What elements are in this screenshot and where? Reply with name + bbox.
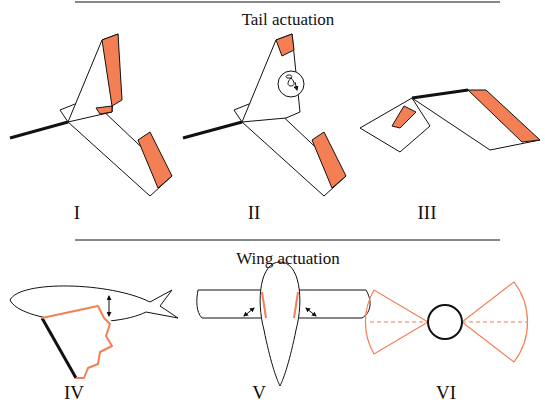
section-heading: Wing actuation — [236, 250, 340, 267]
figure-number: VI — [436, 383, 456, 402]
figure-number: I — [74, 203, 80, 222]
section-rules — [75, 2, 500, 240]
figure-number: V — [252, 383, 266, 402]
section-heading: Tail actuation — [242, 11, 335, 28]
figure-number: II — [248, 203, 261, 222]
wing-flapping — [365, 282, 528, 362]
figure-number: III — [418, 203, 437, 222]
wing-morphing — [10, 286, 178, 378]
figure-number: IV — [64, 383, 84, 402]
tail-v — [360, 90, 540, 152]
wing-top-view — [197, 262, 370, 386]
tail-all-moving — [183, 34, 346, 196]
tail-conventional — [10, 34, 172, 196]
